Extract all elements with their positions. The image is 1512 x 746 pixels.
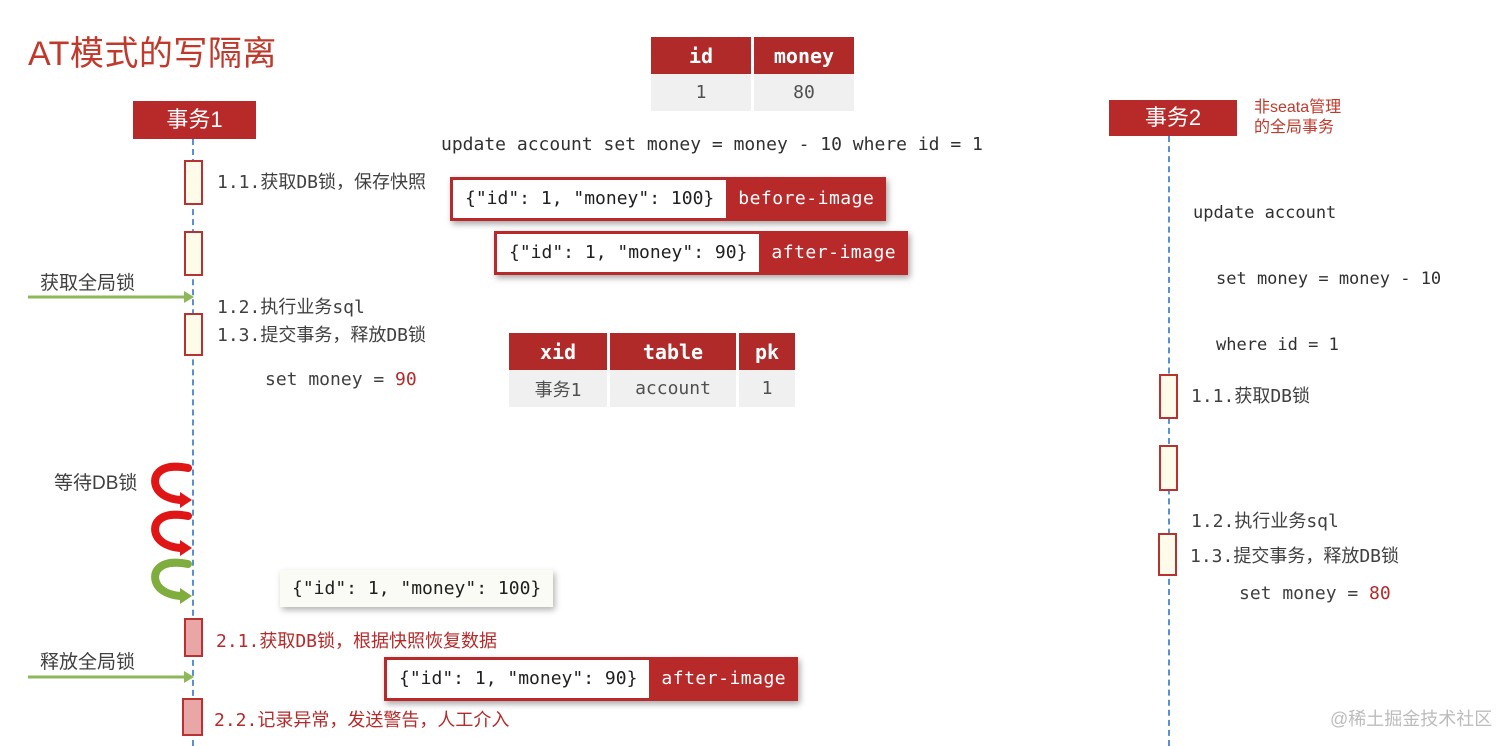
tx2-activation-1 [1159, 374, 1178, 419]
page-title: AT模式的写隔离 [28, 35, 277, 73]
data-table: id money 1 80 [648, 37, 857, 111]
lock-table: xid table pk 事务1 account 1 [506, 333, 798, 407]
tx2-note-line1: 非seata管理 [1254, 99, 1342, 116]
cell-money: 80 [754, 74, 854, 111]
cell-id: 1 [651, 74, 751, 111]
cell-pk: 1 [739, 370, 795, 407]
tx1-step-1-2: 1.2.执行业务sql set money = 90 [217, 248, 417, 416]
cell-table: account [610, 370, 736, 407]
wait-curl-arrows [151, 462, 192, 604]
col-table-header: table [610, 333, 736, 370]
after-image-box: {"id": 1, "money": 90} after-image [494, 231, 909, 275]
tx2-sql: update account set money = money - 10 wh… [1193, 158, 1441, 378]
after-image-tag: after-image [759, 231, 909, 275]
tx1-lifeline [192, 139, 194, 746]
tx1-activation-2 [184, 231, 203, 276]
after-image-2-json: {"id": 1, "money": 90} [384, 657, 650, 701]
watermark: @稀土掘金技术社区 [1330, 709, 1493, 729]
restore-snapshot: {"id": 1, "money": 100} [280, 570, 554, 607]
tx1-activation-3 [184, 313, 203, 356]
tx1-step-1-3: 1.3.提交事务，释放DB锁 [217, 325, 427, 346]
col-money-header: money [754, 37, 854, 74]
update-sql: update account set money = money - 10 wh… [441, 134, 983, 155]
label-wait-db-lock: 等待DB锁 [54, 473, 138, 494]
col-pk-header: pk [739, 333, 795, 370]
before-image-json: {"id": 1, "money": 100} [450, 177, 727, 221]
before-image-box: {"id": 1, "money": 100} before-image [450, 177, 887, 221]
tx1-activation-5 [182, 698, 203, 736]
tx1-step-1-2-line2: set money = 90 [217, 368, 417, 392]
tx2-step-1-3: 1.3.提交事务，释放DB锁 [1190, 546, 1400, 567]
tx2-set-money-value: 80 [1369, 583, 1391, 604]
tx2-sql-line3: where id = 1 [1216, 335, 1339, 355]
tx1-step-2-1: 2.1.获取DB锁，根据快照恢复数据 [216, 631, 498, 652]
get-global-lock-arrow [28, 291, 194, 303]
after-image-2-box: {"id": 1, "money": 90} after-image [384, 657, 799, 701]
tx2-step-1-2: 1.2.执行业务sql set money = 80 [1191, 462, 1391, 630]
tx1-set-money-value: 90 [395, 369, 417, 390]
after-image-2-tag: after-image [649, 657, 799, 701]
tx1-activation-1 [184, 160, 203, 205]
tx1-step-1-1: 1.1.获取DB锁，保存快照 [217, 172, 427, 193]
after-image-json: {"id": 1, "money": 90} [494, 231, 760, 275]
tx2-set-money-prefix: set money = [1239, 583, 1370, 604]
before-image-tag: before-image [726, 177, 887, 221]
tx2-note-line2: 的全局事务 [1254, 119, 1335, 136]
tx2-lifeline [1168, 136, 1170, 746]
tx2-sql-line2: set money = money - 10 [1216, 269, 1442, 289]
cell-xid: 事务1 [509, 370, 607, 407]
tx2-step-1-1: 1.1.获取DB锁 [1191, 386, 1311, 407]
col-id-header: id [651, 37, 751, 74]
red-curl-arrow-1-icon [151, 462, 192, 508]
tx1-step-1-2-line1: 1.2.执行业务sql [217, 297, 365, 318]
tx1-set-money-prefix: set money = [265, 369, 396, 390]
tx2-note: 非seata管理 的全局事务 [1254, 98, 1341, 138]
tx2-activation-2 [1159, 445, 1178, 491]
tx2-sql-line1: update account [1193, 203, 1337, 223]
tx1-step-2-2: 2.2.记录异常，发送警告，人工介入 [214, 710, 510, 731]
label-get-global-lock: 获取全局锁 [40, 273, 136, 294]
tx2-activation-3 [1158, 533, 1177, 576]
label-release-global-lock: 释放全局锁 [40, 652, 136, 673]
tx2-header: 事务2 [1109, 100, 1237, 136]
tx2-step-1-2-line2: set money = 80 [1191, 582, 1391, 606]
green-curl-arrow-icon [151, 558, 192, 604]
tx1-activation-4 [184, 618, 203, 657]
tx1-header: 事务1 [133, 101, 256, 139]
tx2-step-1-2-line1: 1.2.执行业务sql [1191, 511, 1339, 532]
col-xid-header: xid [509, 333, 607, 370]
release-global-lock-arrow [28, 671, 194, 683]
red-curl-arrow-2-icon [151, 510, 192, 556]
